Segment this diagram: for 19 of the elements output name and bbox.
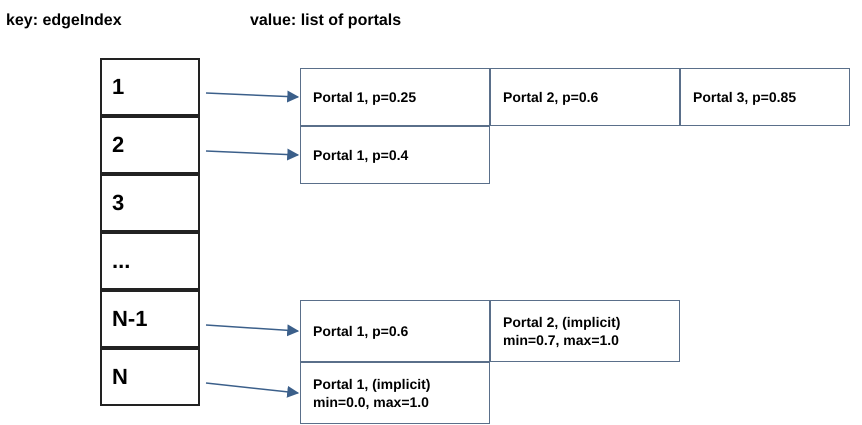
portal-cell: Portal 1, p=0.4: [300, 126, 490, 184]
column-heading: value: list of portals: [250, 12, 402, 30]
portal-cell: Portal 2, p=0.6: [490, 68, 680, 126]
arrow: [206, 90, 300, 103]
portal-cell: Portal 3, p=0.85: [680, 68, 850, 126]
key-cell: 2: [100, 116, 200, 174]
arrow: [206, 324, 300, 336]
portal-cell: Portal 1, (implicit) min=0.0, max=1.0: [300, 362, 490, 424]
arrow: [206, 382, 300, 398]
arrow: [206, 148, 300, 161]
portal-cell: Portal 2, (implicit) min=0.7, max=1.0: [490, 300, 680, 362]
key-cell: 1: [100, 58, 200, 116]
key-cell: N: [100, 348, 200, 406]
key-cell: ...: [100, 232, 200, 290]
key-cell: N-1: [100, 290, 200, 348]
portal-cell: Portal 1, p=0.25: [300, 68, 490, 126]
key-cell: 3: [100, 174, 200, 232]
column-heading: key: edgeIndex: [6, 12, 122, 30]
portal-cell: Portal 1, p=0.6: [300, 300, 490, 362]
